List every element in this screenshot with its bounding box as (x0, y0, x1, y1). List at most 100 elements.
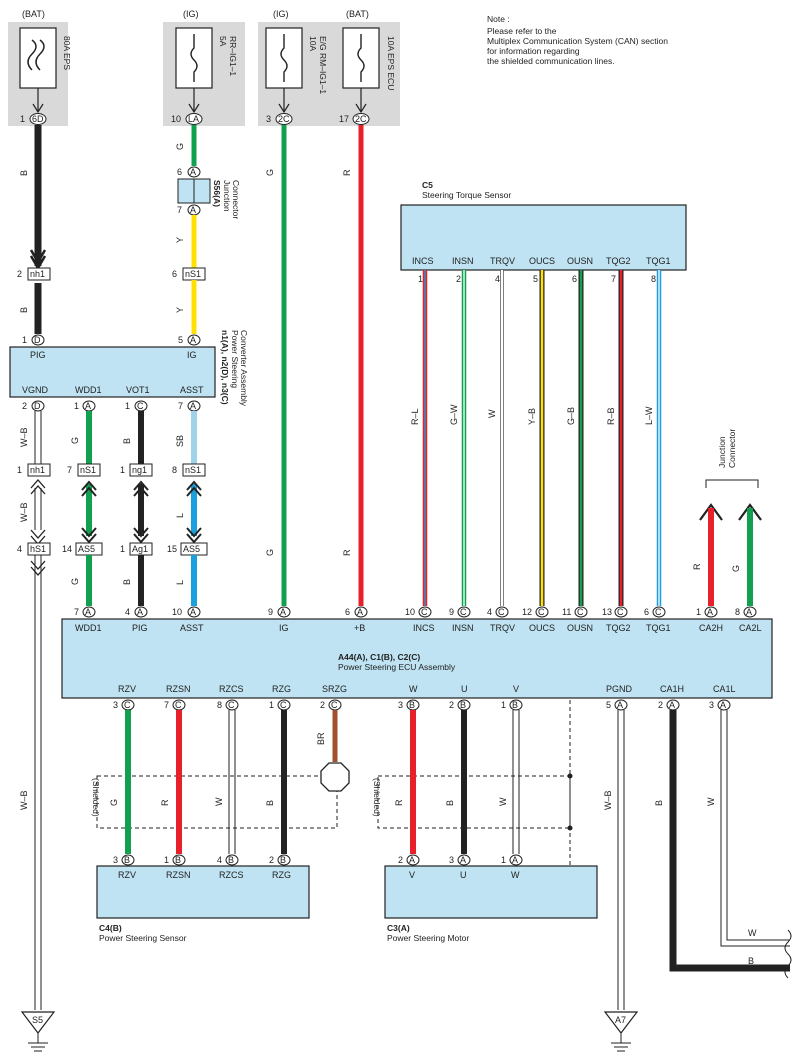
ecu-pin-label: +B (354, 623, 365, 633)
wire-label-r: R (342, 549, 352, 556)
wire-label-sb: SB (175, 435, 185, 447)
pin-code: C (498, 607, 505, 617)
pin-code: A (280, 607, 286, 617)
motor-wires: R B W (394, 710, 520, 854)
wire-label-wb: W–B (19, 427, 29, 447)
pin-code: B (228, 855, 234, 865)
c3-pin-label: U (460, 870, 467, 880)
wire-label-w: W (498, 797, 508, 806)
pin-num: 4 (217, 855, 222, 865)
connector-nh1: nh1 (30, 465, 45, 475)
fuse-2-supply: (IG) (183, 9, 199, 19)
wire-g-ecu-ig: G G (265, 125, 287, 606)
c4-pin-label: RZCS (219, 870, 244, 880)
wire-label-w: W (706, 797, 716, 806)
wire-label-y: Y (175, 237, 185, 243)
pin-code: A (669, 700, 675, 710)
ecu-pin-label: CA1H (660, 684, 684, 694)
pin-code: A (707, 607, 713, 617)
ecu-pin-label: TQG2 (606, 623, 631, 633)
wire-label-b: B (122, 438, 132, 444)
ecu-pin-label: INCS (413, 623, 435, 633)
wire-label: W (487, 409, 497, 418)
converter-pin-asst: ASST (180, 385, 204, 395)
c4-id: C4(B) (99, 923, 122, 933)
c4-pin-label: RZG (272, 870, 291, 880)
pin-code: C (655, 607, 662, 617)
ecu-pin-label: PGND (606, 684, 633, 694)
pin-code: C (228, 700, 235, 710)
fuse-10a-eg-rm-ig1: 10A E/G RM–IG1–1 (265, 27, 328, 94)
pin-num: 2 (456, 274, 461, 284)
pin-code: C (577, 607, 584, 617)
wire-label: L–W (644, 406, 654, 425)
pin-num: 2 (17, 269, 22, 279)
fuse-pins: 6D 1 LA 10 2C 3 2C 17 (20, 88, 370, 125)
converter-pin-vot1: VOT1 (126, 385, 150, 395)
converter-pin-wdd1: WDD1 (75, 385, 102, 395)
ecu-pin-label: IG (279, 623, 289, 633)
pin-num: 8 (217, 700, 222, 710)
pin-code: B (512, 700, 518, 710)
junction-s56-id: S56(A) (212, 180, 222, 207)
converter-pin-pig: PIG (30, 350, 46, 360)
pin-code: A (190, 167, 196, 177)
wire-label: G–W (449, 404, 459, 425)
pin-code: A (190, 607, 196, 617)
ground-s5-label: S5 (32, 1015, 43, 1025)
pin-code: D (34, 401, 41, 411)
wire-label-l: L (175, 513, 185, 518)
pin-num: 1 (74, 401, 79, 411)
c5-pin-trqv: TRQV (490, 256, 515, 266)
fuse-10a-eps-ecu: 10A EPS ECU (342, 27, 396, 90)
connector-as5: AS5 (183, 544, 200, 554)
pin-num: 7 (178, 401, 183, 411)
pin-num: 9 (268, 607, 273, 617)
pin-code: A (190, 335, 196, 345)
pin-num: 2 (658, 700, 663, 710)
c4-name: Power Steering Sensor (99, 933, 187, 943)
pin-num: 7 (611, 274, 616, 284)
pin-num: 12 (522, 607, 532, 617)
c4-pin-label: RZSN (166, 870, 191, 880)
pin-num: 2 (398, 855, 403, 865)
connector-hs1: hS1 (30, 544, 46, 554)
ecu-pin-label: SRZG (322, 684, 347, 694)
converter-pin-vgnd: VGND (22, 385, 49, 395)
wire-label-b: B (19, 307, 29, 313)
ecu-bottom-pins: C 3 C 7 C 8 C 1 C 2 B 3 B 2 B 1 A 5 A 2 … (113, 699, 731, 711)
wire-label-b: B (19, 170, 29, 176)
junction-right-l1: Junction (717, 436, 727, 468)
wire-label-r: R (342, 169, 352, 176)
pin-code: 2C (355, 114, 367, 124)
pin-code: C (421, 607, 428, 617)
pin-num: 6 (644, 607, 649, 617)
pin-code: B (460, 700, 466, 710)
junction-s56-l2: Connector (231, 180, 241, 219)
pin-code: A (137, 607, 143, 617)
ecu-pin-label: INSN (452, 623, 474, 633)
ecu-pin-label: RZV (118, 684, 136, 694)
pin-num: 1 (269, 700, 274, 710)
wire-label-r: R (160, 799, 170, 806)
pin-num: 2 (269, 855, 274, 865)
junction-right: Junction Connector R G (692, 429, 762, 606)
pin-num: 2 (449, 700, 454, 710)
wire-r-ecu-b: R R (342, 125, 364, 606)
converter-id: n1(A), n2(D), n3(C) (220, 330, 230, 405)
pin-num: 3 (113, 700, 118, 710)
pin-num: 3 (113, 855, 118, 865)
pin-num: 1 (120, 544, 125, 554)
pin-code: C (137, 401, 144, 411)
pin-code: A (357, 607, 363, 617)
wire-label-g: G (70, 437, 80, 444)
connector-ag1: Ag1 (132, 544, 148, 554)
fuse-3-name-l2: E/G RM–IG1–1 (318, 36, 328, 94)
converter-bottom-pins: D 2 A 1 C 1 A 7 (22, 400, 201, 412)
note-line-1: Please refer to the (487, 26, 557, 36)
ecu-pin-label: PIG (132, 623, 148, 633)
wire-label: G–B (566, 407, 576, 425)
pin-code: B (124, 855, 130, 865)
ecu-name: Power Steering ECU Assembly (338, 662, 456, 672)
